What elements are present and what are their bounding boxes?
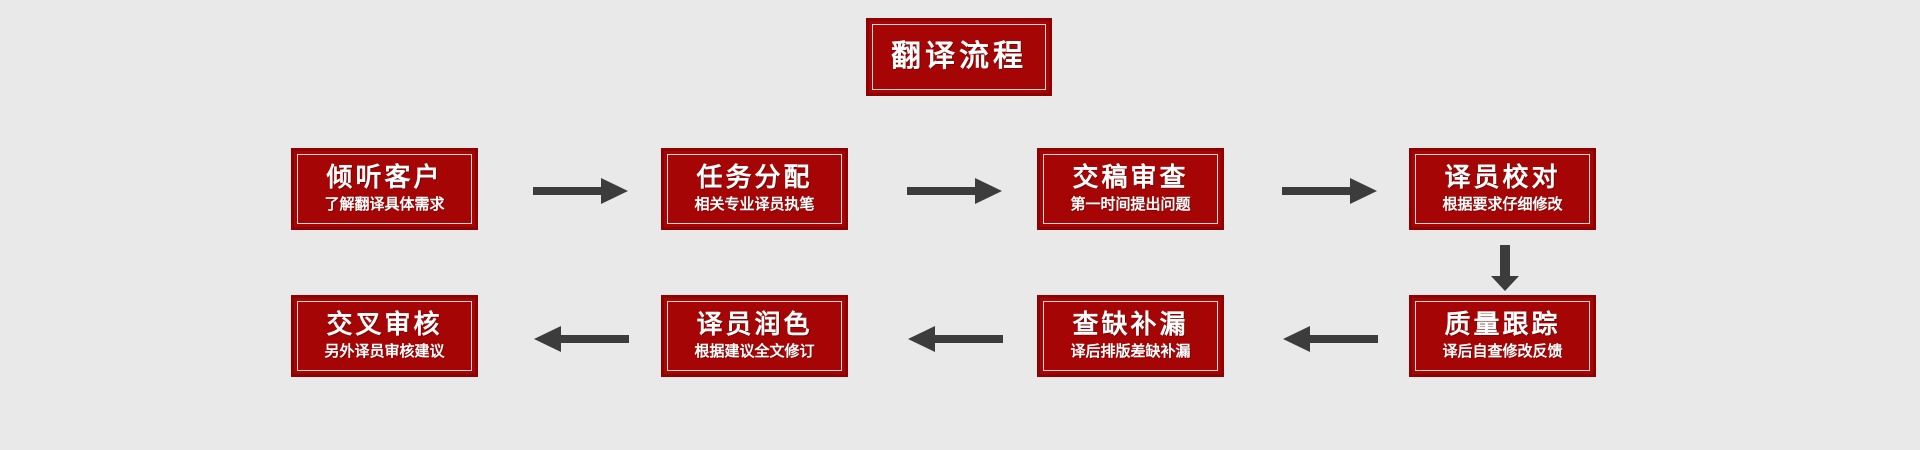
- flow-step-8[interactable]: 交叉审核 另外译员审核建议: [291, 295, 478, 377]
- arrow-right-icon: [1280, 174, 1380, 208]
- flow-step-3-title: 交稿审查: [1072, 163, 1189, 194]
- flow-step-4-subtitle: 根据要求仔细修改: [1442, 194, 1563, 213]
- title-box-inner: 翻译流程: [872, 24, 1046, 90]
- flow-step-8-inner: 交叉审核 另外译员审核建议: [297, 301, 472, 371]
- flow-step-1-title: 倾听客户: [326, 163, 443, 194]
- flow-step-6[interactable]: 查缺补漏 译后排版差缺补漏: [1037, 295, 1224, 377]
- flow-step-6-title: 查缺补漏: [1072, 310, 1189, 341]
- arrow-right-icon: [905, 174, 1005, 208]
- flow-step-3[interactable]: 交稿审查 第一时间提出问题: [1037, 148, 1224, 230]
- flow-step-1-inner: 倾听客户 了解翻译具体需求: [297, 154, 472, 224]
- arrow-left-icon: [1280, 322, 1380, 356]
- flow-step-3-subtitle: 第一时间提出问题: [1070, 194, 1191, 213]
- flow-step-4-inner: 译员校对 根据要求仔细修改: [1415, 154, 1590, 224]
- flow-step-1-subtitle: 了解翻译具体需求: [324, 194, 445, 213]
- flow-step-5[interactable]: 质量跟踪 译后自查修改反馈: [1409, 295, 1596, 377]
- flow-step-7-inner: 译员润色 根据建议全文修订: [667, 301, 842, 371]
- flow-step-8-subtitle: 另外译员审核建议: [324, 341, 445, 360]
- flowchart-title: 翻译流程: [891, 39, 1027, 75]
- arrow-down-icon: [1488, 243, 1522, 293]
- flow-step-5-title: 质量跟踪: [1444, 310, 1561, 341]
- flow-step-5-inner: 质量跟踪 译后自查修改反馈: [1415, 301, 1590, 371]
- flow-step-7-subtitle: 根据建议全文修订: [694, 341, 815, 360]
- flow-step-8-title: 交叉审核: [326, 310, 443, 341]
- arrow-right-icon: [531, 174, 631, 208]
- arrow-left-icon: [531, 322, 631, 356]
- flow-step-1[interactable]: 倾听客户 了解翻译具体需求: [291, 148, 478, 230]
- flow-step-2[interactable]: 任务分配 相关专业译员执笔: [661, 148, 848, 230]
- flowchart-title-box: 翻译流程: [866, 18, 1052, 96]
- flow-step-2-subtitle: 相关专业译员执笔: [694, 194, 815, 213]
- flow-step-6-subtitle: 译后排版差缺补漏: [1070, 341, 1191, 360]
- flow-step-5-subtitle: 译后自查修改反馈: [1442, 341, 1563, 360]
- flow-step-4-title: 译员校对: [1444, 163, 1561, 194]
- flow-step-4[interactable]: 译员校对 根据要求仔细修改: [1409, 148, 1596, 230]
- flow-step-7-title: 译员润色: [696, 310, 813, 341]
- arrow-left-icon: [905, 322, 1005, 356]
- flow-step-2-inner: 任务分配 相关专业译员执笔: [667, 154, 842, 224]
- flow-step-3-inner: 交稿审查 第一时间提出问题: [1043, 154, 1218, 224]
- flow-step-7[interactable]: 译员润色 根据建议全文修订: [661, 295, 848, 377]
- flow-step-6-inner: 查缺补漏 译后排版差缺补漏: [1043, 301, 1218, 371]
- flow-step-2-title: 任务分配: [696, 163, 813, 194]
